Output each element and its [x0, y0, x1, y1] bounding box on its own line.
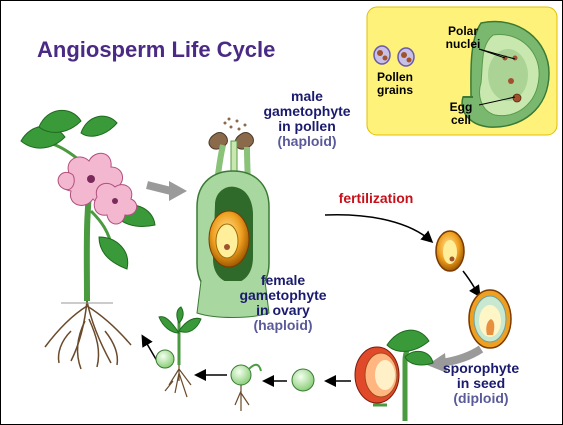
label-line: gametophyte — [219, 288, 347, 303]
germinating-seed-icon — [231, 365, 261, 411]
label-line: nuclei — [433, 38, 493, 51]
fertilization-arrow — [325, 215, 431, 241]
ploidy-note: (diploid) — [411, 391, 551, 406]
label-line: grains — [367, 84, 423, 97]
egg-cell-label: Egg cell — [439, 101, 483, 127]
grey-arrow-icon — [147, 185, 171, 191]
diagram-title: Angiosperm Life Cycle — [37, 37, 275, 63]
fertilized-ovule-icon — [436, 231, 464, 271]
male-gametophyte-label: male gametophyte in pollen (haploid) — [243, 89, 371, 149]
label-line: in ovary — [219, 303, 347, 318]
pollen-grain-icon — [374, 46, 390, 64]
label-line: in seed — [411, 376, 551, 391]
label-line: male — [243, 89, 371, 104]
sporophyte-label: sporophyte in seed (diploid) — [411, 361, 551, 406]
label-line: in pollen — [243, 119, 371, 134]
seed-icon — [469, 290, 511, 348]
seed-ball-icon — [292, 369, 314, 391]
label-line: cell — [439, 114, 483, 127]
young-sporophyte-icon — [156, 307, 201, 397]
flowering-plant-icon — [21, 110, 155, 369]
pollen-grains-label: Pollen grains — [367, 71, 423, 97]
label-line: gametophyte — [243, 104, 371, 119]
polar-nuclei-label: Polar nuclei — [433, 25, 493, 51]
label-line: female — [219, 273, 347, 288]
female-gametophyte-label: female gametophyte in ovary (haploid) — [219, 273, 347, 333]
pollen-grain-icon — [398, 48, 414, 66]
label-line: sporophyte — [411, 361, 551, 376]
ploidy-note: (haploid) — [243, 134, 371, 149]
ploidy-note: (haploid) — [219, 318, 347, 333]
fertilization-label: fertilization — [321, 191, 431, 206]
